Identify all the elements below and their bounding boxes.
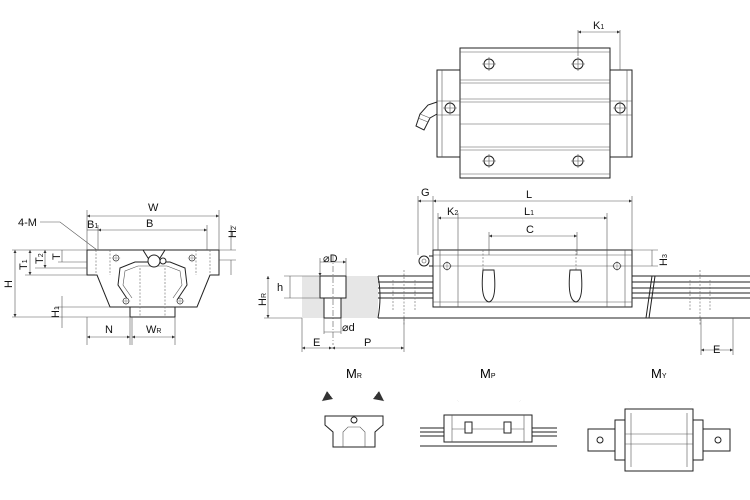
dim-E-right: E bbox=[713, 344, 720, 356]
dim-h: h bbox=[277, 282, 283, 294]
dim-T2: T2 bbox=[34, 253, 46, 264]
dim-H2: H2 bbox=[227, 226, 239, 238]
dim-d: ⌀d bbox=[342, 322, 355, 334]
dim-L: L bbox=[526, 189, 532, 201]
dim-H3: H3 bbox=[658, 254, 670, 266]
side-view: G L K2 L1 C H3 ⌀D h HR ⌀d E P E bbox=[257, 187, 750, 356]
dim-T1: T1 bbox=[18, 259, 30, 270]
dim-E-left: E bbox=[313, 337, 320, 349]
grease-nipple-icon bbox=[147, 254, 161, 268]
moment-MY: MY bbox=[587, 366, 731, 472]
grease-nipple-icon bbox=[418, 255, 433, 267]
dim-HR: HR bbox=[257, 293, 269, 306]
dim-WR: WR bbox=[146, 324, 161, 336]
dim-W: W bbox=[148, 202, 159, 214]
moment-MR: MR bbox=[321, 366, 385, 448]
dim-G: G bbox=[421, 187, 430, 199]
dim-H1: H1 bbox=[50, 306, 62, 318]
moment-MP: MP bbox=[420, 366, 557, 447]
dim-L1: L1 bbox=[524, 206, 534, 218]
dim-P: P bbox=[364, 337, 371, 349]
label-4-M: 4-M bbox=[18, 217, 37, 229]
front-view: W B B1 4-M N WR H T1 T2 T H1 H2 bbox=[3, 202, 239, 345]
dim-N: N bbox=[105, 324, 113, 336]
dim-K1: K1 bbox=[593, 20, 604, 32]
dim-C: C bbox=[526, 224, 534, 236]
dim-B: B bbox=[146, 218, 153, 230]
dim-T: T bbox=[51, 253, 63, 260]
label-MR: MR bbox=[346, 366, 362, 381]
dim-D: ⌀D bbox=[323, 253, 338, 265]
label-MY: MY bbox=[651, 366, 667, 381]
grease-nipple-icon bbox=[415, 101, 438, 131]
dim-B1: B1 bbox=[87, 219, 98, 231]
dim-K2: K2 bbox=[447, 206, 458, 218]
top-view: K1 bbox=[415, 20, 633, 179]
dim-H: H bbox=[3, 280, 15, 288]
label-MP: MP bbox=[480, 366, 496, 381]
